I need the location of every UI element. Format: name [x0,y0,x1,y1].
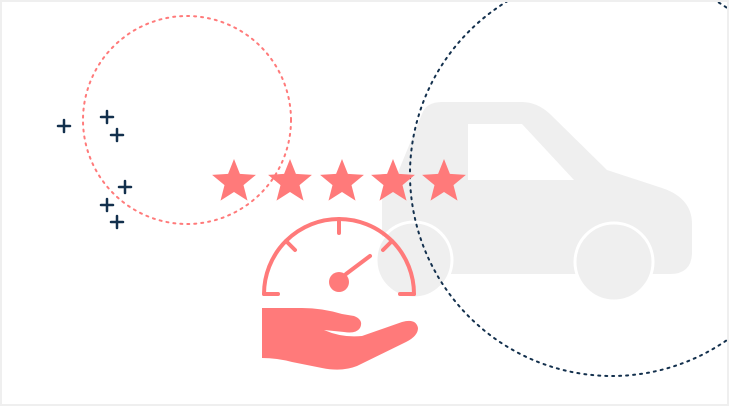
car-icon [374,102,692,303]
plus-icons [56,109,133,230]
decorative-dotted-circle [82,15,292,225]
hand-icon [262,308,418,370]
star-icon [422,159,466,201]
star-icon [212,159,256,201]
rating-stars [212,159,466,201]
star-icon [268,159,312,201]
speedometer-icon [262,217,416,296]
decorative-dotted-circle-navy [409,2,727,377]
star-icon [320,159,364,201]
star-icon [371,159,415,201]
